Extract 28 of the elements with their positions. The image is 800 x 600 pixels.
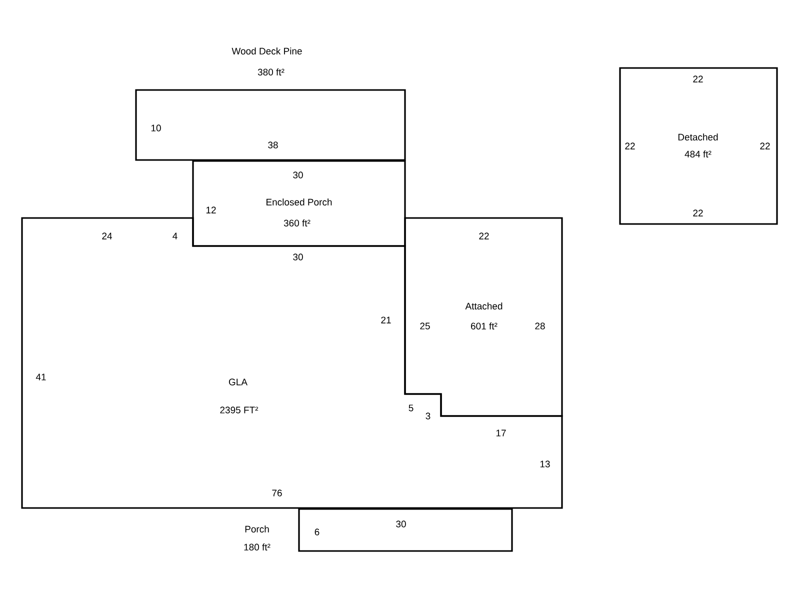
node-label: Wood Deck Pine <box>232 48 302 54</box>
dimension-label: 3 <box>426 412 430 420</box>
dimension-label: 10 <box>151 124 161 132</box>
area-outline <box>298 508 513 552</box>
dimension-label: 12 <box>206 206 216 214</box>
dimension-label: 21 <box>381 316 391 324</box>
area-label: 180 ft² <box>244 544 270 550</box>
dimension-label: 13 <box>540 460 550 468</box>
area-label: Porch <box>245 526 269 532</box>
dimension-label: 22 <box>760 142 770 150</box>
dimension-label: 30 <box>293 172 303 178</box>
dimension-label: 5 <box>408 404 414 412</box>
dimension-label: 41 <box>36 374 46 380</box>
dimension-label: 30 <box>293 254 303 260</box>
dimension-label: 22 <box>693 210 703 216</box>
dimension-label: 24 <box>102 232 112 240</box>
dimension-label: 17 <box>496 430 506 436</box>
dimension-label: 25 <box>420 322 430 330</box>
dimension-label: 22 <box>625 142 635 150</box>
dimension-label: 22 <box>693 76 703 82</box>
dimension-label: 38 <box>268 142 278 148</box>
dimension-label: 6 <box>314 528 320 536</box>
dimension-label: 22 <box>479 232 489 240</box>
dimension-label: 4 <box>172 232 178 240</box>
dimension-label: 76 <box>272 490 282 496</box>
dimension-label: 28 <box>535 322 545 330</box>
dimension-label: 30 <box>396 520 406 528</box>
node-label: 380 ft² <box>258 68 284 76</box>
